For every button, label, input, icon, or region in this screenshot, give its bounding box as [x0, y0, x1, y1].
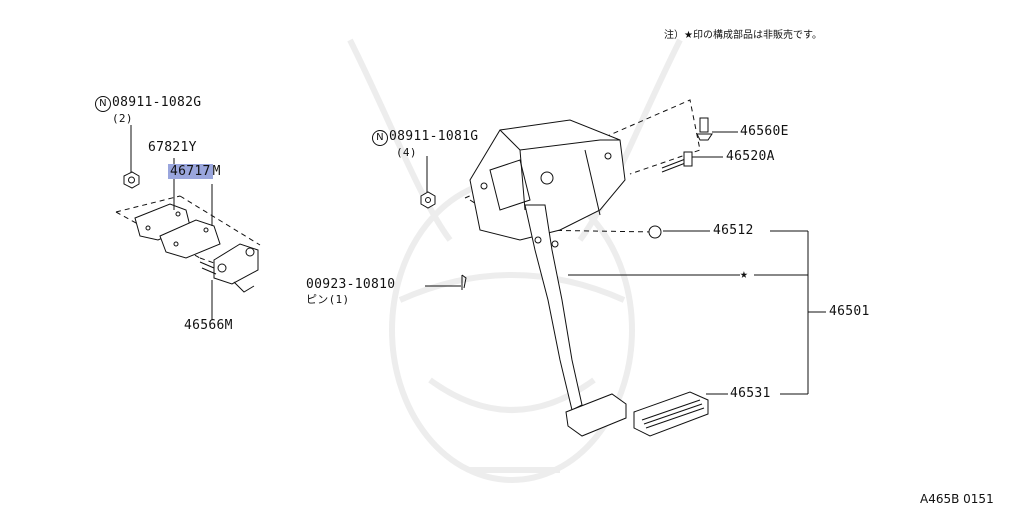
- qty-nut-mid: (4): [396, 146, 417, 159]
- nut-symbol-mid: N: [372, 130, 388, 146]
- pedal-arm: [524, 204, 583, 411]
- part-suffix-46717m: M: [212, 164, 221, 179]
- nut-08911-1082g: [123, 171, 140, 189]
- qty-nut-left: (2): [112, 112, 133, 125]
- left-assembly: [115, 125, 261, 320]
- nut-08911-1081g: [420, 191, 436, 209]
- pedal-rubber-46531: [633, 391, 709, 437]
- highlight-46717m: 46717: [168, 164, 213, 179]
- part-number-67821y: 67821Y: [148, 140, 197, 155]
- bolt-46520a: [661, 151, 693, 173]
- part-number-46501: 46501: [829, 304, 870, 319]
- pedal-pad: [565, 393, 627, 437]
- plate-46717m: [159, 219, 221, 259]
- note-text: 注）★印の構成部品は非販売です。: [664, 30, 822, 41]
- bracket-46566m: [199, 243, 259, 293]
- diagram-code: A465B 0151: [920, 492, 994, 506]
- nut-symbol: N: [95, 96, 111, 112]
- part-number-46566m: 46566M: [184, 318, 233, 333]
- part-number-46531: 46531: [730, 386, 771, 401]
- part-number-46520a: 46520A: [726, 149, 775, 164]
- star-marker: ★: [740, 267, 749, 282]
- pedal-bracket: [469, 119, 626, 241]
- bushing-46512: [648, 225, 662, 239]
- bolt-46560e: [696, 117, 713, 141]
- part-number-00923-10810: 00923-10810: [306, 277, 396, 292]
- pin-00923-10810: [461, 274, 467, 290]
- pin-description: ピン(1): [306, 293, 350, 306]
- pedal-assembly: [420, 99, 826, 437]
- part-number-08911-1082g: 08911-1082G: [112, 95, 202, 110]
- part-number-46512: 46512: [713, 223, 754, 238]
- part-number-08911-1081g: 08911-1081G: [389, 129, 479, 144]
- part-number-46560e: 46560E: [740, 124, 789, 139]
- watermark-emblem: [347, 38, 683, 483]
